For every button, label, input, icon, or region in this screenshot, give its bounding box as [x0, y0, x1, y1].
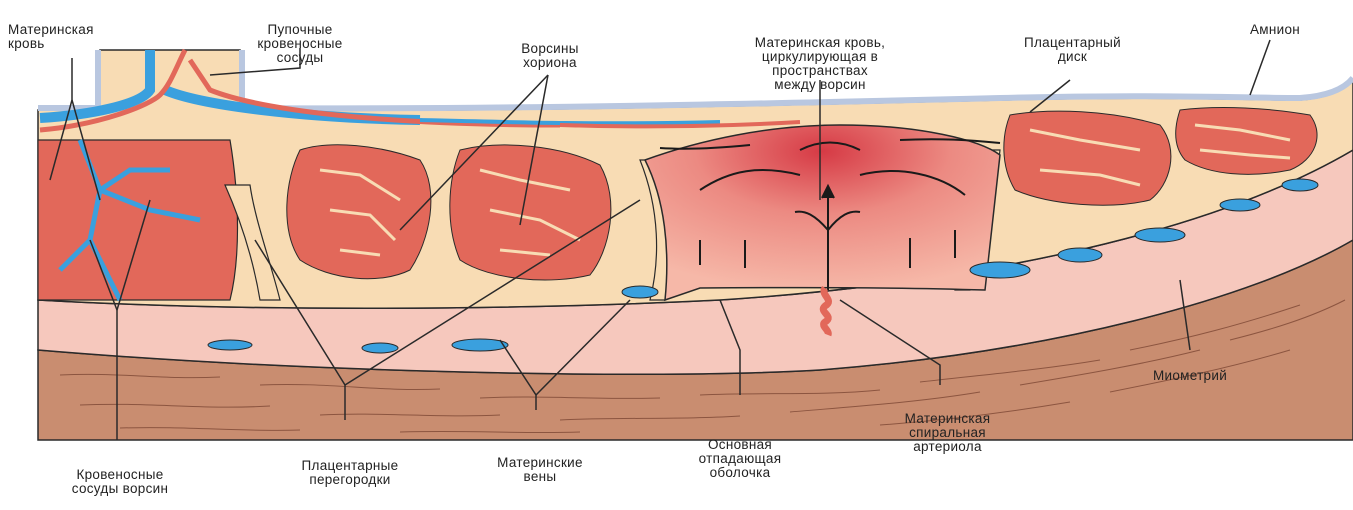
intervillous-blood-pool: [645, 125, 1000, 300]
label-amnion: Амнион: [1220, 9, 1330, 51]
left-blood-region: [38, 140, 238, 300]
label-myometrium: Миометрий: [1115, 355, 1265, 397]
spiral-arteriole: [823, 288, 828, 335]
